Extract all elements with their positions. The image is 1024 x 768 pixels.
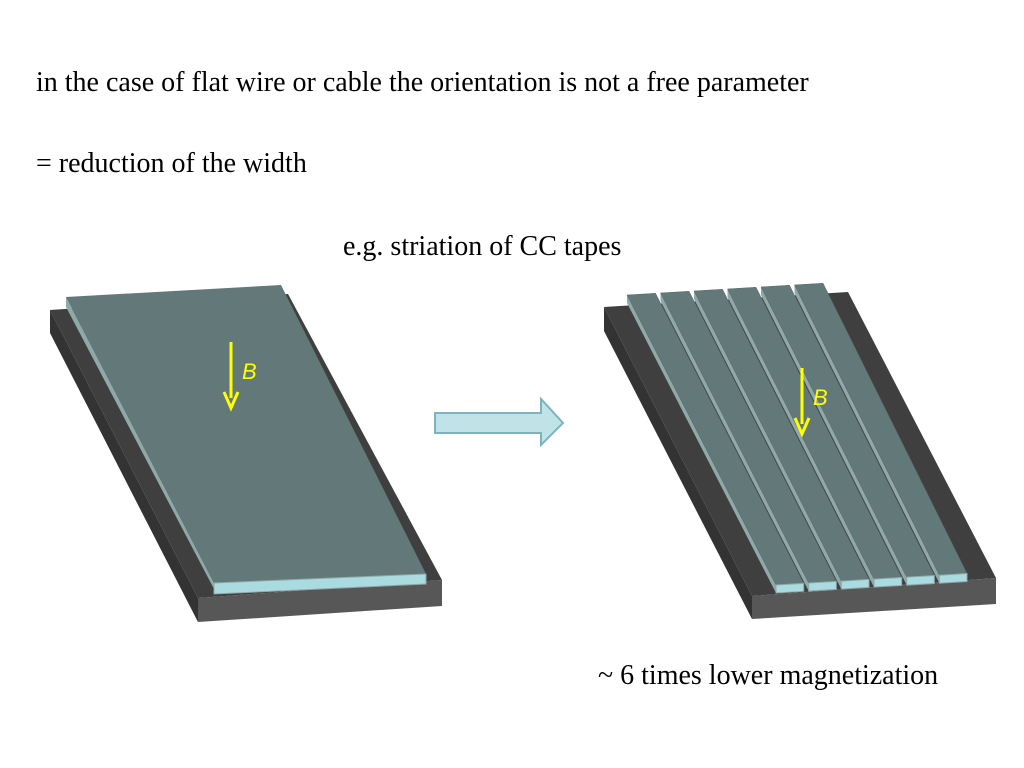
right-substrate-left-side (604, 307, 752, 619)
filament (626, 293, 805, 594)
arrow-down-icon (222, 342, 240, 412)
filaments (626, 282, 968, 594)
filament-side (727, 288, 874, 588)
filament (660, 291, 837, 592)
heading-orientation: in the case of flat wire or cable the or… (36, 67, 809, 98)
left-tape-cross-section (213, 573, 427, 595)
filament-side (660, 292, 809, 592)
left-substrate-front (198, 580, 442, 622)
caption-magnetization: ~ 6 times lower magnetization (598, 660, 939, 691)
right-tape-assembly: B (604, 282, 996, 619)
filament-cross-section (808, 580, 837, 592)
left-tape-assembly: B (50, 285, 442, 622)
filament-cross-section (873, 576, 903, 588)
filament (727, 287, 903, 588)
filament-cross-section (938, 573, 968, 584)
field-label-right: B (813, 385, 828, 410)
left-tape-top (66, 285, 426, 583)
heading-width-reduction: = reduction of the width (36, 148, 307, 179)
filament-cross-section (775, 582, 805, 594)
left-substrate-left-side (50, 310, 198, 622)
filament-side (761, 286, 907, 586)
filament (794, 282, 968, 584)
filament-side (694, 290, 842, 590)
filament-cross-section (906, 574, 935, 586)
caption-striation: e.g. striation of CC tapes (343, 231, 622, 262)
arrow-down-icon (793, 368, 811, 438)
filament-side (627, 295, 776, 593)
arrow-right-icon (434, 396, 565, 448)
left-tape-edge (66, 297, 214, 589)
filament (693, 289, 870, 590)
filament (760, 284, 935, 586)
filament-cross-section (840, 578, 870, 590)
field-label-left: B (242, 359, 257, 384)
right-substrate-front (752, 578, 996, 619)
filament-side (794, 284, 940, 584)
